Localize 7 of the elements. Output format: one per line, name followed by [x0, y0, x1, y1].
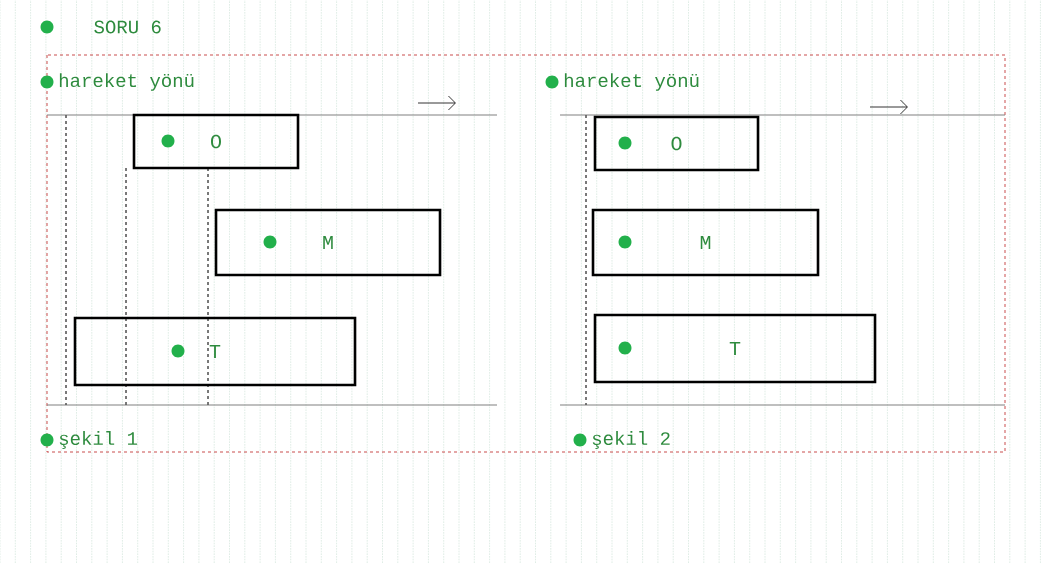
bar-box: T — [593, 313, 877, 384]
bar-box: O — [593, 115, 760, 172]
bar-box: T — [73, 316, 357, 387]
bar-box: O — [132, 113, 300, 170]
title: SORU 6 — [94, 20, 161, 34]
bar-box: M — [214, 208, 442, 277]
bar-box: M — [591, 208, 820, 277]
